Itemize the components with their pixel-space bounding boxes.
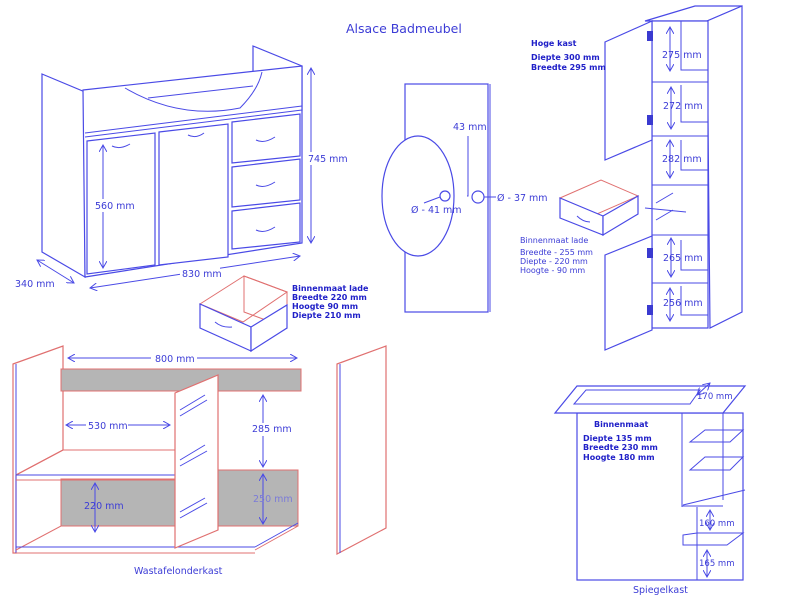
mirror-info-3: Hoogte 180 mm bbox=[583, 453, 655, 462]
mirror-shelf-gap-lower-label: 165 mm bbox=[699, 559, 735, 569]
compartment-3-height: 282 mm bbox=[662, 154, 702, 165]
mirror-info-0: Binnenmaat bbox=[594, 420, 648, 429]
vanity-depth-label: 340 mm bbox=[15, 279, 55, 290]
under-sink-upper-height-label: 285 mm bbox=[252, 424, 292, 435]
vanity-cabinet: 745 mm 560 mm 830 mm 340 mm bbox=[15, 45, 348, 290]
mirror-cabinet-caption: Spiegelkast bbox=[633, 585, 688, 596]
tall-drawer-info-3: Hoogte - 90 mm bbox=[520, 266, 585, 275]
drain-hole-icon bbox=[439, 190, 451, 202]
vanity-width-label: 830 mm bbox=[182, 269, 222, 280]
tall-cabinet-info-0: Hoge kast bbox=[531, 39, 577, 48]
drain-diameter-label: Ø - 41 mm bbox=[411, 205, 462, 216]
under-sink-lower-right-label: 250 mm bbox=[253, 494, 293, 505]
tall-drawer-info-0: Binnenmaat lade bbox=[520, 236, 588, 245]
vanity-height-label: 745 mm bbox=[308, 154, 348, 165]
under-sink-cabinet: 800 mm 530 mm 285 mm 220 mm 250 mm Wasta… bbox=[12, 345, 387, 577]
tall-cabinet: 275 mm 272 mm 282 mm 265 mm 256 mm Hoge … bbox=[531, 5, 743, 351]
vanity-drawer-info-1: Breedte 220 mm bbox=[292, 293, 367, 302]
mirror-info-1: Diepte 135 mm bbox=[583, 434, 652, 443]
vanity-drawer-info-2: Hoogte 90 mm bbox=[292, 302, 358, 311]
diagram-title: Alsace Badmeubel bbox=[346, 21, 462, 36]
mirror-top-depth-label: 170 mm bbox=[697, 392, 733, 402]
tall-drawer-info-1: Breedte - 255 mm bbox=[520, 248, 593, 257]
sink-top-view: 43 mm Ø - 41 mm Ø - 37 mm bbox=[381, 83, 548, 313]
under-sink-lower-left-label: 220 mm bbox=[84, 501, 124, 512]
compartment-5-height: 256 mm bbox=[663, 298, 703, 309]
compartment-1-height: 275 mm bbox=[662, 50, 702, 61]
tap-offset-label: 43 mm bbox=[453, 122, 487, 133]
under-sink-caption: Wastafelonderkast bbox=[134, 566, 223, 577]
mirror-shelf-gap-upper-label: 160 mm bbox=[699, 519, 735, 529]
compartment-4-height: 265 mm bbox=[663, 253, 703, 264]
mirror-info-2: Breedte 230 mm bbox=[583, 443, 658, 452]
vanity-drawer-info-3: Diepte 210 mm bbox=[292, 311, 361, 320]
compartment-2-height: 272 mm bbox=[663, 101, 703, 112]
door-height-label: 560 mm bbox=[95, 201, 135, 212]
tall-cabinet-info-2: Breedte 295 mm bbox=[531, 63, 606, 72]
under-sink-inner-width-label: 530 mm bbox=[88, 421, 128, 432]
mirror-cabinet: Binnenmaat Diepte 135 mm Breedte 230 mm … bbox=[553, 383, 747, 596]
tap-hole-icon bbox=[471, 190, 485, 204]
vanity-drawer: Binnenmaat lade Breedte 220 mm Hoogte 90… bbox=[198, 275, 369, 353]
tap-diameter-label: Ø - 37 mm bbox=[497, 193, 548, 204]
tall-cabinet-info-1: Diepte 300 mm bbox=[531, 53, 600, 62]
under-sink-width-label: 800 mm bbox=[155, 354, 195, 365]
tall-drawer-info-2: Diepte - 220 mm bbox=[520, 257, 588, 266]
tall-cabinet-drawer: Binnenmaat lade Breedte - 255 mm Diepte … bbox=[520, 179, 640, 275]
vanity-drawer-info-0: Binnenmaat lade bbox=[292, 284, 369, 293]
